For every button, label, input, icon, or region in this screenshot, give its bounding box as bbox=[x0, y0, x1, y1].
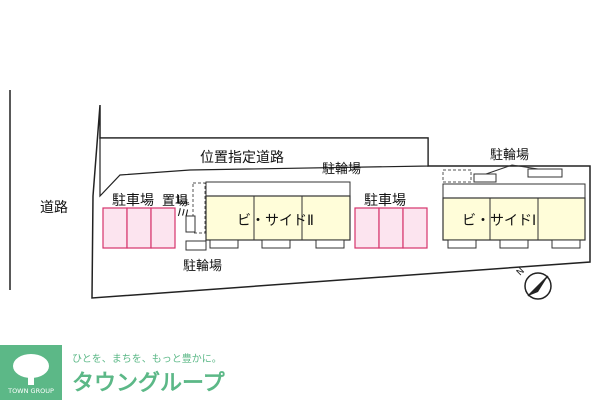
svg-text:N: N bbox=[515, 266, 527, 278]
label-road-outer: 道路 bbox=[40, 200, 68, 216]
parking-stall bbox=[378, 207, 404, 249]
building-beside-1 bbox=[442, 183, 586, 249]
logo-badge-text: TOWN GROUP bbox=[7, 387, 54, 395]
parking-stall bbox=[402, 207, 428, 249]
logo-tagline: ひとを、まちを、もっと豊かに。 bbox=[72, 352, 222, 365]
label-bike-center: 駐輪場 bbox=[322, 161, 361, 177]
label-building-2: ビ・サイドⅡ bbox=[237, 213, 314, 229]
tree-icon bbox=[13, 354, 49, 385]
label-bike-top-right: 駐輪場 bbox=[490, 147, 529, 163]
bike-area-top-right-3 bbox=[527, 168, 563, 178]
label-private-road: 位置指定道路 bbox=[200, 150, 284, 166]
parking-middle bbox=[354, 207, 428, 249]
label-parking-middle: 駐車場 bbox=[364, 192, 406, 209]
north-arrow-icon: N bbox=[515, 266, 552, 300]
label-bike-bottom-left: 駐輪場 bbox=[183, 258, 222, 274]
logo-name: タウングループ bbox=[72, 370, 226, 396]
parking-stall bbox=[150, 207, 176, 249]
bike-area-top-right-2 bbox=[473, 173, 497, 183]
bike-area-bottom-left bbox=[185, 240, 207, 251]
label-garbage-1: ゴミ bbox=[174, 193, 190, 219]
parking-left bbox=[102, 207, 176, 249]
private-road bbox=[99, 137, 429, 198]
garbage-box bbox=[185, 215, 196, 233]
bike-area-top-right-1 bbox=[442, 169, 472, 183]
town-group-logo: TOWN GROUP ひとを、まちを、もっと豊かに。 タウングループ bbox=[0, 345, 226, 400]
label-parking-left: 駐車場 bbox=[112, 192, 154, 209]
label-garbage-2: 置場 bbox=[162, 194, 188, 209]
garbage-area bbox=[192, 182, 206, 234]
parking-stall bbox=[102, 207, 128, 249]
building-beside-2 bbox=[205, 181, 351, 249]
label-building-1: ビ・サイドⅠ bbox=[462, 213, 536, 229]
parking-stall bbox=[354, 207, 380, 249]
parking-stall bbox=[126, 207, 152, 249]
leader-line bbox=[485, 164, 539, 175]
